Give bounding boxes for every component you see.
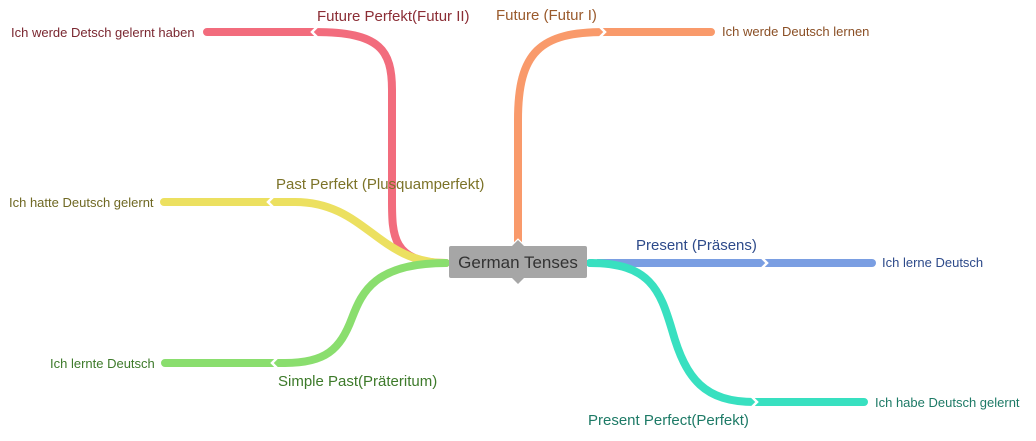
branch-futur1-connector — [514, 28, 715, 250]
branch-futur2-connector — [203, 28, 450, 267]
central-topic[interactable]: German Tenses — [449, 240, 587, 284]
central-topic-box[interactable] — [449, 246, 587, 278]
branch-praeteritum: Simple Past(Präteritum) Ich lernte Deuts… — [50, 259, 450, 390]
branch-perfekt-connector — [586, 259, 868, 406]
branch-praesens: Present (Präsens) Ich lerne Deutsch — [586, 237, 983, 270]
central-topic-notch-top — [512, 240, 524, 246]
branch-praeteritum-label: Simple Past(Präteritum) — [278, 373, 437, 390]
central-topic-notch-bottom — [512, 278, 524, 284]
branch-futur1-arrow-node — [598, 25, 607, 39]
central-topic-label: German Tenses — [458, 253, 578, 272]
branch-praesens-arrow-node — [760, 256, 769, 270]
branch-futur1-label: Future (Futur I) — [496, 7, 597, 24]
branch-perfekt-arrow-node — [750, 395, 759, 409]
branch-plusquam: Past Perfekt (Plusquamperfekt) Ich hatte… — [9, 176, 484, 267]
branch-perfekt-leaf: Ich habe Deutsch gelernt — [875, 395, 1020, 410]
branch-futur1: Future (Futur I) Ich werde Deutsch lerne… — [496, 7, 869, 250]
branch-praeteritum-connector — [161, 259, 450, 367]
branch-perfekt: Present Perfect(Perfekt) Ich habe Deutsc… — [586, 259, 1020, 429]
branch-futur1-leaf: Ich werde Deutsch lernen — [722, 24, 869, 39]
branch-plusquam-leaf: Ich hatte Deutsch gelernt — [9, 195, 154, 210]
branch-perfekt-label: Present Perfect(Perfekt) — [588, 412, 749, 429]
branch-plusquam-connector — [160, 198, 450, 267]
branch-plusquam-arrow-node — [266, 195, 275, 209]
branch-futur2-arrow-node — [310, 25, 319, 39]
branch-praesens-label: Present (Präsens) — [636, 237, 757, 254]
branch-futur2-label: Future Perfekt(Futur II) — [317, 8, 470, 25]
branch-futur2: Future Perfekt(Futur II) Ich werde Detsc… — [11, 8, 470, 267]
branch-praeteritum-leaf: Ich lernte Deutsch — [50, 356, 155, 371]
branch-praeteritum-arrow-node — [270, 356, 279, 370]
branch-plusquam-label: Past Perfekt (Plusquamperfekt) — [276, 176, 484, 193]
branch-futur2-leaf: Ich werde Detsch gelernt haben — [11, 25, 195, 40]
branch-praesens-leaf: Ich lerne Deutsch — [882, 255, 983, 270]
